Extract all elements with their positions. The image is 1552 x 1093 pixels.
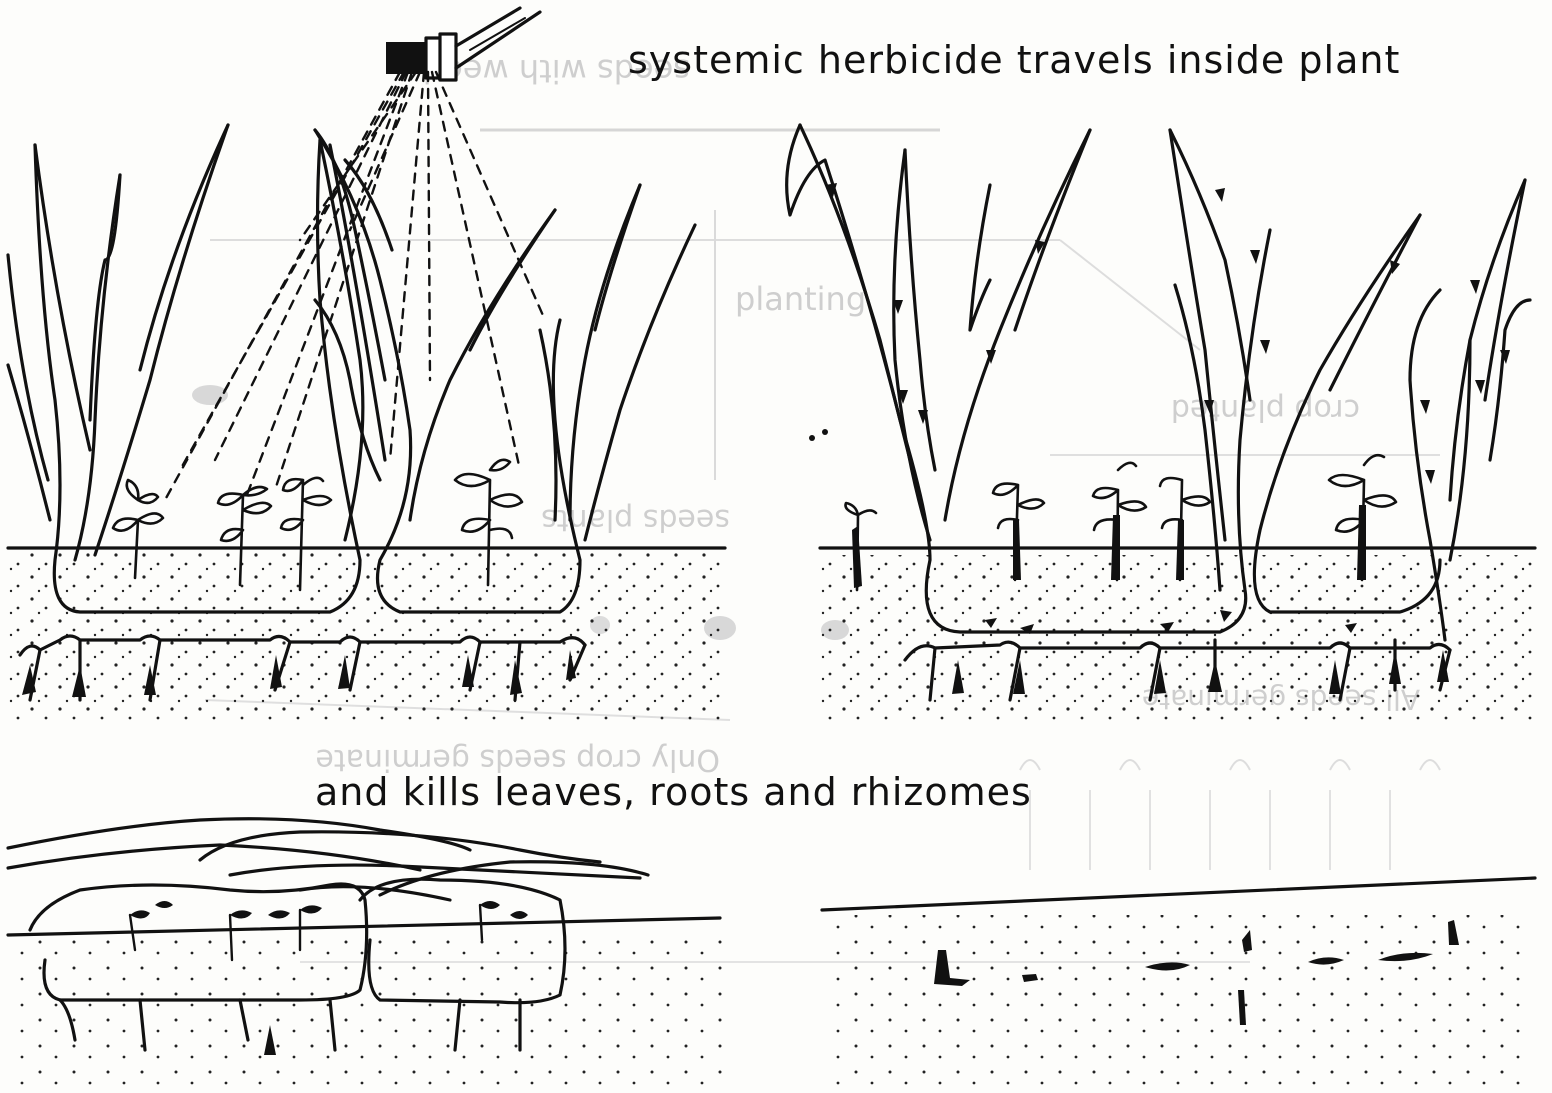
svg-text:planting: planting	[735, 280, 866, 318]
bleed-through: seeds with weed planting seeds plants cr…	[192, 52, 1440, 962]
caption-kills-roots: and kills leaves, roots and rhizomes	[315, 770, 1032, 814]
panel-cleared-soil	[822, 878, 1535, 1090]
panel-translocation	[787, 125, 1540, 720]
panel-spraying	[8, 8, 728, 720]
panel-killed	[8, 819, 728, 1090]
caption-systemic-travel: systemic herbicide travels inside plant	[628, 38, 1400, 82]
